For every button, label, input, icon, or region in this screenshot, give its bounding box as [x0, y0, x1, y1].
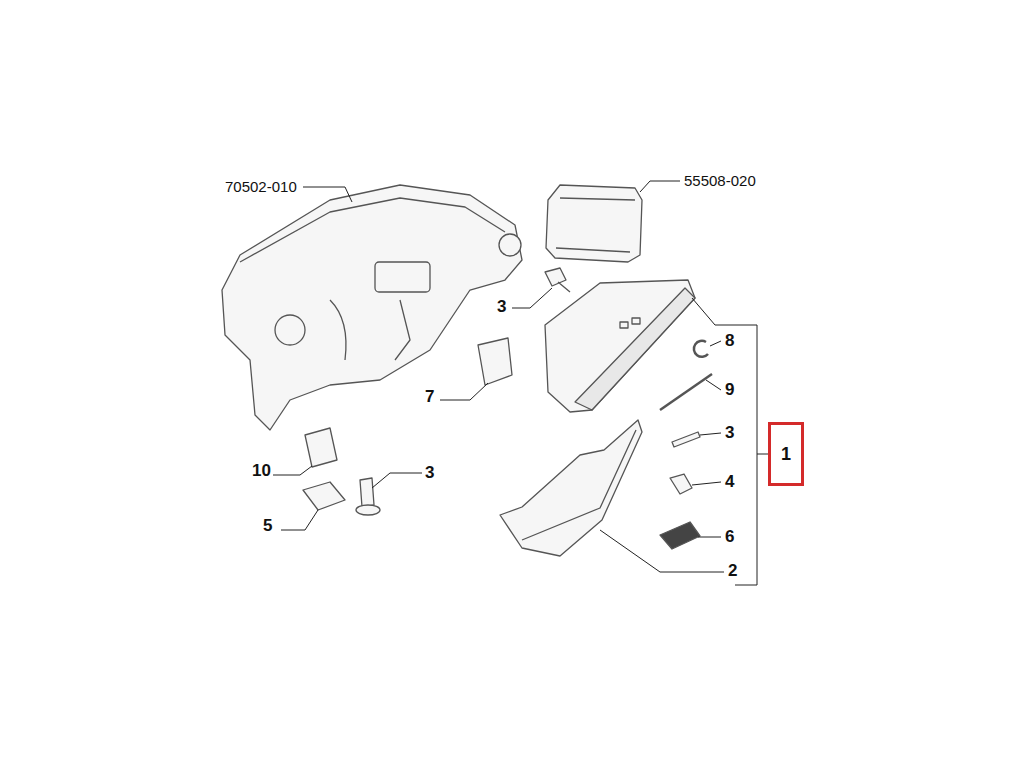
callout-number: 5	[263, 517, 272, 535]
clip	[670, 474, 692, 494]
callout-number: 10	[252, 462, 271, 480]
dashboard	[222, 185, 522, 430]
callout-number: 2	[728, 562, 737, 580]
rod	[660, 374, 712, 410]
glovebox	[545, 280, 695, 412]
callout-number: 4	[725, 473, 734, 491]
callout-number: 6	[725, 528, 734, 546]
callout-number: 8	[725, 332, 734, 350]
cover	[478, 338, 512, 385]
callout-number: 1	[781, 444, 791, 465]
part-code: 70502-010	[225, 178, 297, 196]
screw	[360, 478, 374, 507]
airbag-module	[546, 185, 642, 262]
callout-number: 3	[497, 298, 506, 316]
latch-plate	[660, 522, 700, 549]
glovebox-lid	[500, 420, 642, 556]
screw	[672, 432, 700, 447]
callout-number: 3	[425, 464, 434, 482]
bracket-clip	[305, 428, 337, 467]
callout-box: 1	[768, 422, 804, 486]
callout-number: 9	[725, 381, 734, 399]
callout-number: 7	[425, 388, 434, 406]
leader-lines	[273, 181, 768, 585]
screw	[545, 268, 570, 292]
ring	[694, 341, 708, 357]
part-code: 55508-020	[684, 172, 756, 190]
clip-plate	[303, 482, 345, 510]
callout-number: 3	[725, 424, 734, 442]
